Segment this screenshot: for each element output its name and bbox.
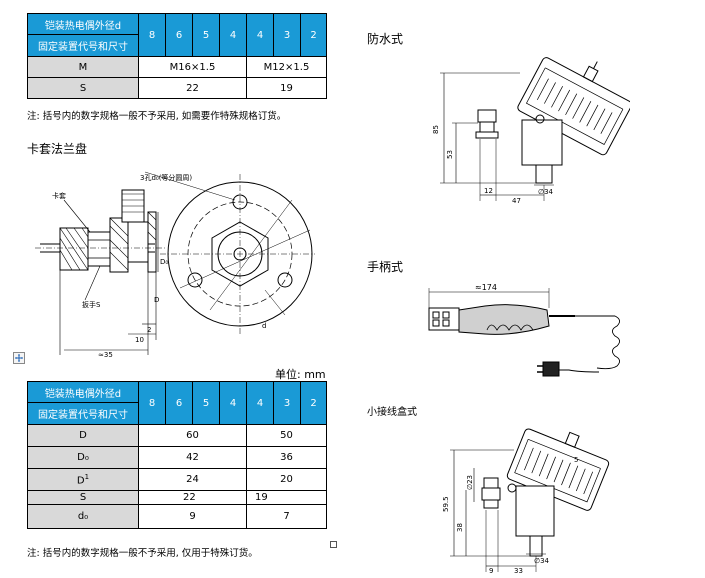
table-cell: 22 bbox=[138, 77, 247, 99]
resize-handle-icon[interactable] bbox=[330, 541, 337, 548]
table-cell: 9 bbox=[138, 504, 247, 529]
table-cell: M12×1.5 bbox=[246, 56, 327, 78]
move-handle-icon[interactable] bbox=[13, 352, 25, 364]
header-value: 6 bbox=[165, 381, 193, 425]
junction-dim-38: 38 bbox=[456, 523, 464, 532]
unit-label: 单位: mm bbox=[275, 368, 326, 381]
header-value: 8 bbox=[138, 381, 166, 425]
row-label-sup: 1 bbox=[84, 472, 90, 481]
waterproof-dim-47: 47 bbox=[512, 197, 521, 205]
row-label: S bbox=[27, 490, 139, 505]
junction-dim-34: ∅34 bbox=[534, 557, 550, 565]
header-value: 6 bbox=[165, 13, 193, 57]
note-thread: 注: 括号内的数字规格一般不予采用, 如需要作特殊规格订货。 bbox=[27, 111, 287, 122]
flange-dim-2: 2 bbox=[147, 326, 151, 334]
flange-wrench-label: 扳手S bbox=[82, 300, 101, 309]
flange-D-label: D bbox=[154, 296, 159, 304]
row-label-base: D bbox=[76, 475, 85, 487]
junction-dim-595: 59.5 bbox=[442, 496, 450, 512]
header-value: 3 bbox=[273, 381, 301, 425]
waterproof-drawing: 85 53 ∅34 12 47 bbox=[432, 57, 630, 205]
handle-title: 手柄式 bbox=[367, 260, 404, 274]
table-cell: 42 bbox=[138, 446, 247, 469]
flange-sleeve-label: 卡套 bbox=[52, 191, 66, 200]
row-label: D bbox=[27, 424, 139, 447]
table-cell: M16×1.5 bbox=[138, 56, 247, 78]
handle-drawing: ≈174 bbox=[428, 283, 620, 377]
header-value: 3 bbox=[273, 13, 301, 57]
flange-holes-label: 3孔d₀(等分圆周) bbox=[140, 173, 192, 182]
row-label: M bbox=[27, 56, 139, 78]
header-value: 4 bbox=[219, 381, 247, 425]
junction-dim-9: 9 bbox=[489, 567, 493, 574]
table-cell: 24 bbox=[138, 468, 247, 491]
flange-dim-35: ≈35 bbox=[98, 351, 113, 359]
header-value: 8 bbox=[138, 13, 166, 57]
table-header-diameter: 铠装热电偶外径d bbox=[27, 381, 139, 403]
handle-dim-174: ≈174 bbox=[475, 283, 497, 292]
table-header-diameter: 铠装热电偶外径d bbox=[27, 13, 139, 35]
junction-dim-33: 33 bbox=[514, 567, 523, 574]
table-cell: 22 bbox=[138, 490, 247, 505]
flange-d-label: d bbox=[262, 322, 266, 330]
header-value: 2 bbox=[300, 381, 327, 425]
waterproof-dim-53: 53 bbox=[446, 150, 454, 159]
header-value: 4 bbox=[246, 381, 274, 425]
table-cell: 7 bbox=[246, 504, 327, 529]
junction-drawing: 59.5 38 ∅23 ∅34 9 33 5 bbox=[442, 428, 610, 574]
waterproof-dim-34: ∅34 bbox=[538, 188, 554, 196]
note-flange: 注: 括号内的数字规格一般不予采用, 仅用于特殊订货。 bbox=[27, 548, 258, 559]
table-cell: 19 bbox=[246, 490, 327, 505]
spec-table-flange: 铠装热电偶外径d 8 6 5 4 4 3 2 固定装置代号和尺寸 D 60 50… bbox=[27, 381, 327, 529]
flange-D0-label: D₀ bbox=[160, 258, 168, 266]
row-label: D1 bbox=[27, 468, 139, 491]
header-value: 5 bbox=[192, 381, 220, 425]
waterproof-dim-12: 12 bbox=[484, 187, 493, 195]
waterproof-dim-85: 85 bbox=[432, 125, 440, 134]
header-value: 5 bbox=[192, 13, 220, 57]
junction-dim-5: 5 bbox=[574, 456, 578, 464]
header-value: 4 bbox=[246, 13, 274, 57]
row-label: S bbox=[27, 77, 139, 99]
junction-title: 小接线盒式 bbox=[367, 407, 417, 418]
header-value: 2 bbox=[300, 13, 327, 57]
flange-dim-10: 10 bbox=[135, 336, 144, 344]
table-cell: 19 bbox=[246, 77, 327, 99]
junction-dim-23: ∅23 bbox=[466, 475, 474, 490]
table-cell: 60 bbox=[138, 424, 247, 447]
table-cell: 20 bbox=[246, 468, 327, 491]
row-label: D₀ bbox=[27, 446, 139, 469]
table-header-fixture: 固定装置代号和尺寸 bbox=[27, 402, 139, 425]
table-cell: 36 bbox=[246, 446, 327, 469]
header-value: 4 bbox=[219, 13, 247, 57]
spec-table-thread: 铠装热电偶外径d 8 6 5 4 4 3 2 固定装置代号和尺寸 M M16×1… bbox=[27, 13, 327, 99]
table-header-fixture: 固定装置代号和尺寸 bbox=[27, 34, 139, 57]
row-label: d₀ bbox=[27, 504, 139, 529]
flange-drawing: 3孔d₀(等分圆周) 卡套 扳手S D D₀ d 2 10 ≈35 bbox=[35, 171, 315, 359]
flange-title: 卡套法兰盘 bbox=[27, 142, 88, 156]
table-cell: 50 bbox=[246, 424, 327, 447]
waterproof-title: 防水式 bbox=[367, 32, 404, 46]
